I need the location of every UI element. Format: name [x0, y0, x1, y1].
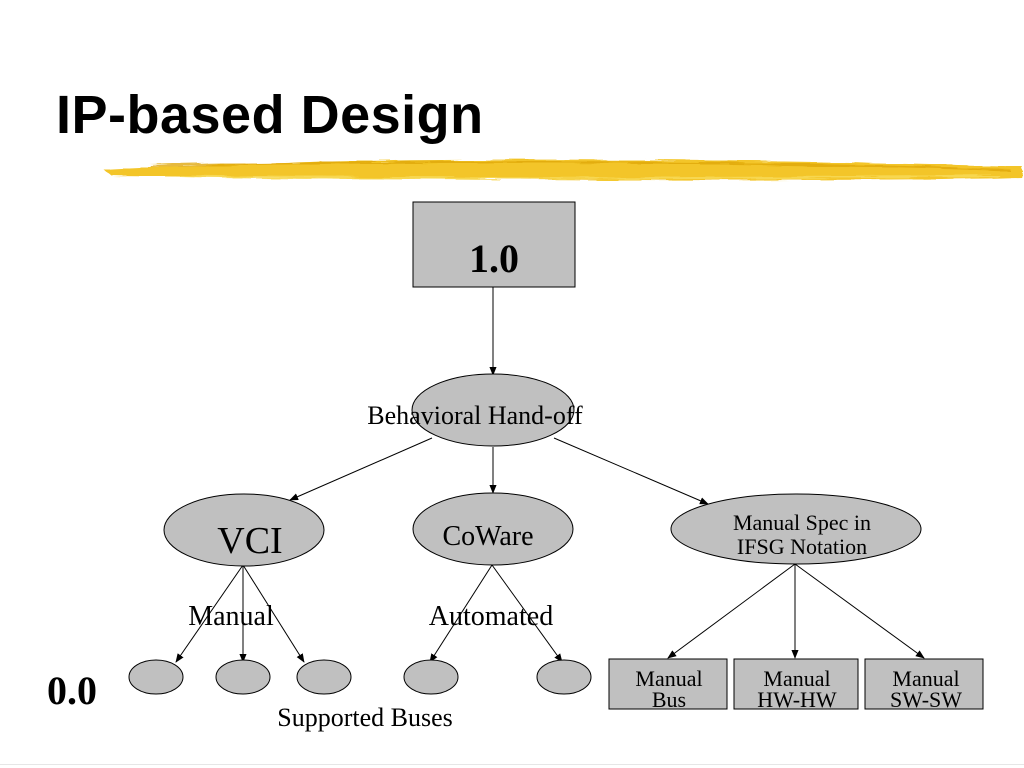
manual-spec-node: Manual Spec in IFSG Notation — [670, 493, 922, 565]
supported-buses-caption: Supported Buses — [277, 703, 453, 732]
coware-label: CoWare — [442, 521, 533, 552]
bus-node-3 — [296, 659, 352, 695]
connector-coware-to-bus4 — [429, 564, 493, 663]
manual-edge-label: Manual — [188, 601, 274, 632]
manual-bus-label-line2: Bus — [652, 687, 686, 712]
connector-spec-to-swsw-box — [794, 563, 925, 659]
manual-hwhw-label-line2: HW-HW — [757, 687, 837, 712]
manual-swsw-label-line1: Manual — [892, 666, 959, 691]
connector-vci-to-bus1 — [175, 564, 244, 663]
manual-swsw-box: Manual SW-SW — [864, 658, 984, 712]
manual-hwhw-label-line1: Manual — [763, 666, 830, 691]
vci-node: VCI — [163, 493, 325, 567]
manual-bus-box: Manual Bus — [608, 658, 728, 712]
supported-bus-nodes — [128, 659, 592, 695]
bus-node-4 — [403, 659, 459, 695]
connector-handoff-to-vci — [289, 437, 433, 501]
bus-node-5 — [536, 659, 592, 695]
connector-vci-to-bus3 — [242, 564, 305, 663]
vci-label: VCI — [217, 520, 282, 562]
slide-title: IP-based Design — [56, 85, 484, 145]
manual-spec-label-line1: Manual Spec in — [733, 510, 871, 535]
title-underline-stroke — [104, 159, 1022, 181]
manual-spec-label-line2: IFSG Notation — [737, 534, 867, 559]
automated-edge-label: Automated — [429, 601, 553, 632]
behavioral-handoff-label: Behavioral Hand-off — [367, 401, 583, 430]
coware-node: CoWare — [412, 492, 574, 566]
bus-node-1 — [128, 659, 184, 695]
connector-spec-to-bus-box — [667, 563, 796, 659]
behavioral-handoff-node: Behavioral Hand-off — [367, 373, 583, 447]
manual-bus-label-line1: Manual — [635, 666, 702, 691]
manual-swsw-label-line2: SW-SW — [890, 687, 962, 712]
version-0-label: 0.0 — [47, 668, 97, 713]
manual-hwhw-box: Manual HW-HW — [733, 658, 859, 712]
footer-divider — [0, 764, 1024, 765]
connector-coware-to-bus5 — [491, 564, 563, 663]
version-1-box: 1.0 — [412, 201, 576, 288]
connector-handoff-to-manualspec — [553, 437, 709, 505]
version-1-label: 1.0 — [469, 236, 519, 281]
bus-node-2 — [215, 659, 271, 695]
connectors — [175, 287, 925, 663]
